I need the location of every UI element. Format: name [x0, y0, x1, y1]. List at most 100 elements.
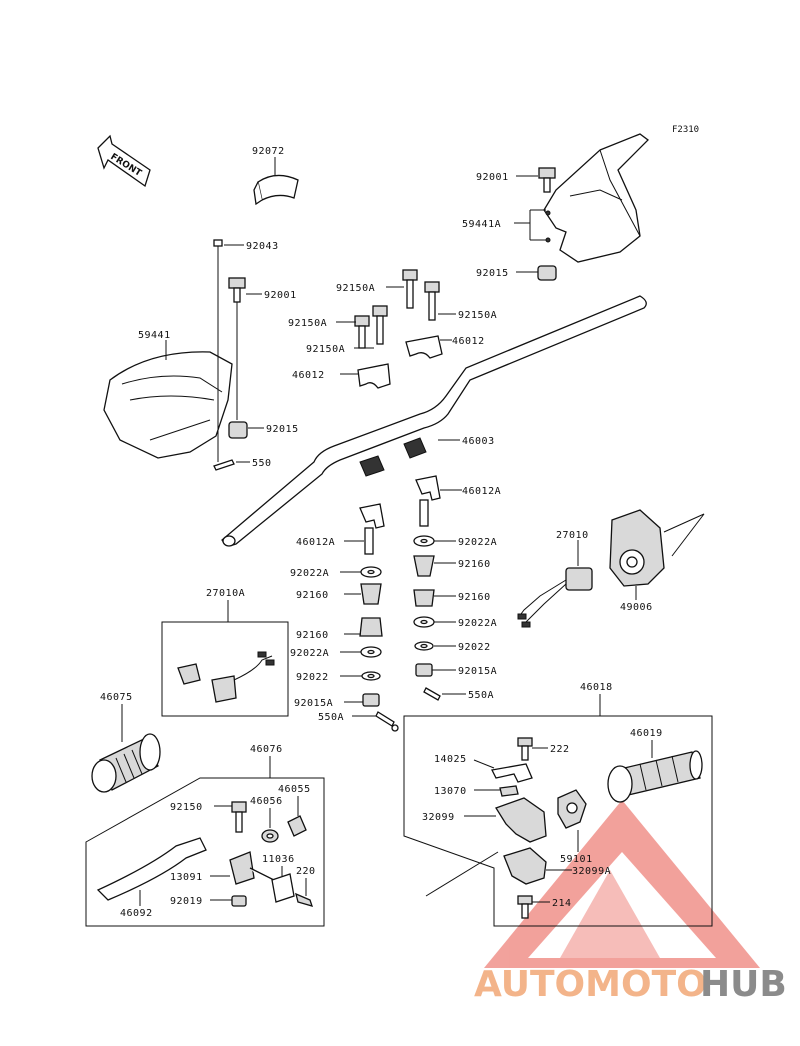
clamp-upper-46012-a — [405, 335, 443, 359]
label-92043: 92043 — [246, 241, 279, 252]
bolt-92001-left — [228, 277, 246, 303]
adjuster-46055 — [287, 815, 307, 837]
label-27010A: 27010A — [206, 588, 245, 599]
box-46076 — [85, 777, 325, 927]
label-13091: 13091 — [170, 872, 203, 883]
label-92150A-2: 92150A — [458, 310, 497, 321]
housing-32099 — [495, 797, 547, 843]
clamp-11036 — [271, 873, 295, 903]
label-214: 214 — [552, 898, 572, 909]
box-46018 — [403, 715, 713, 927]
cap-59101 — [557, 789, 587, 829]
label-59441A: 59441A — [462, 219, 501, 230]
label-222: 222 — [550, 744, 570, 755]
label-92015-left: 92015 — [266, 424, 299, 435]
label-92150A-1: 92150A — [336, 283, 375, 294]
label-46076: 46076 — [250, 744, 283, 755]
label-92022A-l1: 92022A — [290, 568, 329, 579]
label-92015-right: 92015 — [476, 268, 509, 279]
label-92160-l2: 92160 — [296, 630, 329, 641]
label-46012-b: 46012 — [292, 370, 325, 381]
nut-92015A-r — [415, 663, 433, 677]
grip-left-46075 — [91, 733, 161, 793]
nut-92015-left — [228, 421, 248, 439]
label-49006: 49006 — [620, 602, 653, 613]
screw-220 — [295, 892, 314, 907]
collar-46056 — [261, 829, 279, 843]
nut-92019 — [231, 895, 247, 907]
label-550A-l: 550A — [318, 712, 344, 723]
label-92022-l: 92022 — [296, 672, 329, 683]
label-92022-r: 92022 — [458, 642, 491, 653]
label-92072: 92072 — [252, 146, 285, 157]
bolt-92150A-c — [372, 305, 388, 345]
label-46012A-right: 46012A — [462, 486, 501, 497]
label-92015A-l: 92015A — [294, 698, 333, 709]
clamp-upper-46012-b — [357, 363, 391, 389]
front-arrow-icon: FRONT — [97, 134, 151, 188]
housing-32099A — [425, 847, 547, 897]
rubber-92160-l2 — [359, 617, 383, 637]
label-92001-left: 92001 — [264, 290, 297, 301]
label-92150A-3: 92150A — [288, 318, 327, 329]
label-92022A-r2: 92022A — [458, 618, 497, 629]
nut-92015-right — [537, 265, 557, 281]
label-27010: 27010 — [556, 530, 589, 541]
handlebar-46003 — [221, 295, 647, 547]
bolt-92001-right — [538, 167, 556, 193]
label-92001-right: 92001 — [476, 172, 509, 183]
label-92022A-r1: 92022A — [458, 537, 497, 548]
pin-550A-l — [375, 711, 399, 732]
label-59101: 59101 — [560, 854, 593, 865]
label-46056: 46056 — [250, 796, 283, 807]
clamp-lower-46012A-left — [359, 503, 385, 555]
label-59441: 59441 — [138, 330, 171, 341]
figure-ref-code: F2310 — [672, 125, 699, 135]
label-46075: 46075 — [100, 692, 133, 703]
label-32099A: 32099A — [572, 866, 611, 877]
label-550: 550 — [252, 458, 272, 469]
label-13070: 13070 — [434, 786, 467, 797]
washer-92022A-r2 — [413, 616, 435, 628]
washer-92022A-r1 — [413, 535, 435, 547]
washer-92022-l — [361, 671, 381, 681]
screw-222 — [517, 737, 533, 761]
watermark-part1: AUTOMOTO — [474, 964, 707, 1005]
label-550A-r: 550A — [468, 690, 494, 701]
label-92160-l1: 92160 — [296, 590, 329, 601]
label-220: 220 — [296, 866, 316, 877]
washer-92022-r — [414, 641, 434, 651]
rubber-92160-l1 — [360, 583, 382, 605]
label-92160-r2: 92160 — [458, 592, 491, 603]
clamp-lower-46012A-right — [415, 475, 441, 527]
label-32099: 32099 — [422, 812, 455, 823]
watermark-text: AUTOMOTO HUB — [474, 964, 787, 1005]
plate-14025 — [491, 763, 533, 783]
handguard-left-59441 — [103, 351, 233, 459]
label-46055: 46055 — [278, 784, 311, 795]
label-92160-r1: 92160 — [458, 559, 491, 570]
label-11036: 11036 — [262, 854, 295, 865]
label-46092: 46092 — [120, 908, 153, 919]
bolt-92150A-d — [354, 315, 370, 349]
label-46012-a: 46012 — [452, 336, 485, 347]
label-92022A-l2: 92022A — [290, 648, 329, 659]
lever-46092 — [96, 837, 207, 901]
label-46003: 46003 — [462, 436, 495, 447]
grip-right-46019 — [607, 750, 703, 803]
throttle-cover-49006 — [609, 509, 705, 587]
label-46018: 46018 — [580, 682, 613, 693]
watermark-part2: HUB — [700, 964, 787, 1005]
handguard-right-59441A — [543, 133, 649, 263]
label-46019: 46019 — [630, 728, 663, 739]
switch-27010 — [517, 567, 593, 628]
label-92015A-r: 92015A — [458, 666, 497, 677]
bolt-92150A-a — [402, 269, 418, 309]
label-14025: 14025 — [434, 754, 467, 765]
pipe-13070 — [499, 785, 519, 797]
washer-92022A-l2 — [360, 646, 382, 658]
clamp-92072 — [253, 174, 299, 206]
washer-92022A-l1 — [360, 566, 382, 578]
screw-214 — [517, 895, 533, 919]
